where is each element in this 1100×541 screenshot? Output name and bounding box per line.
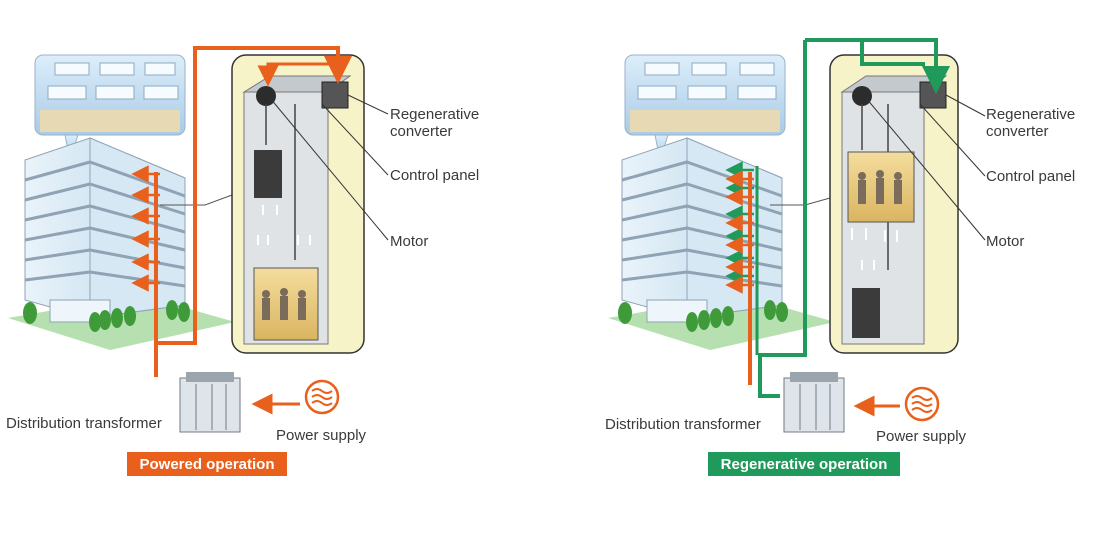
mode-badge-bg: [708, 452, 900, 476]
power-supply-label: Power supply: [276, 427, 367, 444]
transformer-label: Distribution transformer: [6, 415, 162, 432]
transformer-label: Distribution transformer: [605, 416, 761, 433]
regen-line-down: [758, 40, 807, 398]
elevator-shaft: [829, 54, 959, 354]
distribution-transformer: [783, 372, 845, 433]
trees: [23, 300, 190, 332]
power-supply-label: Power supply: [876, 428, 967, 445]
mode-badge: Powered operation: [139, 456, 274, 473]
distribution-transformer: [179, 372, 241, 433]
panel-regenerative: Regenerative converter Control panel Mot…: [605, 38, 1075, 476]
power-line-internal: [257, 62, 330, 87]
mode-badge: Regenerative operation: [721, 456, 888, 473]
control-panel-label: Control panel: [390, 167, 479, 184]
regen-converter-label-l1: Regenerative: [986, 106, 1075, 123]
ceiling-callout: [624, 54, 786, 162]
motor-label: Motor: [986, 233, 1024, 250]
building: [24, 137, 186, 323]
regen-converter-label-l2: converter: [390, 123, 453, 140]
motor: [852, 86, 872, 106]
regen-converter-label-l2: converter: [986, 123, 1049, 140]
motor-label: Motor: [390, 233, 428, 250]
panel-powered: Regenerative converter Control panel Mot…: [6, 46, 479, 476]
callout-connector: [160, 194, 233, 206]
ceiling-callout: [34, 54, 186, 162]
trees: [618, 300, 788, 332]
leader-lines: [269, 94, 389, 241]
elevator-shaft: [231, 54, 365, 354]
power-supply-icon: [904, 386, 940, 422]
leader-lines: [865, 94, 986, 241]
counterweight: [852, 288, 880, 338]
control-panel-label: Control panel: [986, 168, 1075, 185]
motor: [256, 86, 276, 106]
counterweight: [254, 150, 282, 198]
mode-badge-bg: [127, 452, 287, 476]
power-supply-icon: [304, 379, 340, 415]
regen-converter-label-l1: Regenerative: [390, 106, 479, 123]
